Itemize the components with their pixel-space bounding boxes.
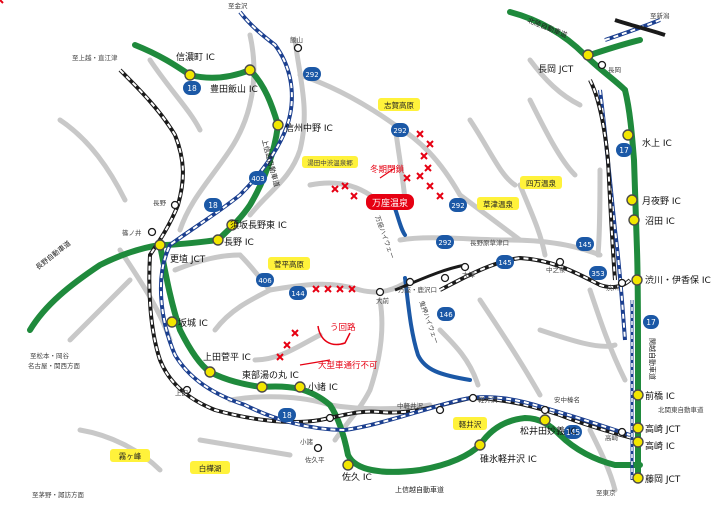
route-shield: 353 [591, 270, 604, 278]
route-shield: 144 [291, 290, 305, 298]
ic-numata: 沼田 IC [645, 216, 675, 227]
route-shield: 292 [393, 127, 406, 135]
route-shield: 403 [251, 175, 264, 183]
st-sakudaira: 佐久平 [305, 455, 325, 464]
place-shiga: 志賀高原 [384, 100, 414, 110]
st-naganohara: 長野原草津口 [470, 238, 509, 247]
st-nagaoka: 長岡 [608, 66, 621, 74]
label-hokuriku: 北陸自動車道 [526, 16, 568, 40]
st-shibukawa: 渋川 [606, 283, 619, 292]
ic-toyota-iiyama: 豊田飯山 IC [210, 83, 258, 95]
route-shield: 145 [578, 241, 591, 249]
label-onioshi-highway: 鬼押ハイウェー [417, 299, 441, 345]
ic-sakaki: 坂城 IC [178, 318, 208, 329]
route-shield: 292 [438, 239, 451, 247]
detour-arrow [317, 325, 351, 346]
ic-markers [154, 49, 644, 484]
ic-komoro: 小諸 IC [308, 381, 338, 393]
ic-takasaki: 高崎 IC [645, 440, 675, 452]
ic-usui: 碓氷軽井沢 IC [480, 453, 537, 465]
st-iiyama: 飯山 [290, 35, 303, 44]
place-sugadaira: 菅平高原 [274, 259, 304, 269]
ic-matsuida: 松井田妙義 IC [520, 425, 577, 437]
st-komoro: 小諸 [300, 437, 314, 446]
dest-joetsu: 至上越・直江津 [72, 53, 118, 62]
notice-winter-closure: 冬期閉鎖 [370, 164, 405, 175]
st-nakanojo: 中之条 [546, 265, 566, 274]
ic-labels: 信濃町 IC 豊田飯山 IC 信州中野 IC 須坂長野東 IC 長野 IC 更埴… [170, 51, 711, 485]
label-manza-highway: 万座ハイウェー [373, 214, 397, 260]
notice-large-vehicle: 大型車通行不可 [318, 360, 378, 371]
ic-shibukawa: 渋川・伊香保 IC [645, 274, 711, 286]
route-shield: 146 [439, 311, 453, 319]
ic-ueda: 上田菅平 IC [203, 351, 251, 363]
st-annaka: 安中榛名 [554, 395, 580, 404]
route-shield: 17 [619, 146, 629, 155]
ic-shinanomachi: 信濃町 IC [176, 51, 215, 63]
ic-suzaka: 須坂長野東 IC [230, 219, 287, 231]
ic-tomi: 東部湯の丸 IC [242, 369, 299, 381]
st-nagano: 長野 [153, 199, 167, 207]
route-shield: 18 [187, 84, 197, 93]
st-otsu: 大津 [462, 270, 476, 279]
route-shields: 18 292 403 18 145 17 146 144 353 406 17 … [183, 67, 659, 439]
ic-minakami: 水上 IC [642, 137, 672, 149]
ic-nagano: 長野 IC [224, 237, 254, 248]
place-kirigamine: 霧ヶ峰 [119, 451, 142, 461]
notice-detour: う回路 [330, 322, 356, 333]
st-omae: 大前 [376, 296, 390, 305]
local-roads [57, 32, 628, 493]
station-labels: 飯山 長岡 長野 篠ノ井 上田 小諸 佐久平 中軽井沢 軽井沢 安中榛名 高崎 … [122, 35, 621, 464]
closure-markers [0, 0, 4, 4]
dest-tokyo: 至東京 [596, 488, 616, 497]
route-shield: 292 [305, 71, 318, 79]
stations [147, 43, 627, 453]
st-karuizawa: 軽井沢 [478, 395, 498, 404]
railways [118, 10, 666, 480]
place-shirakaba: 白樺湖 [199, 463, 222, 473]
manza-onsen-badge [366, 194, 414, 210]
place-labels: 志賀高原 湯田中渋温泉郷 草津温泉 四万温泉 菅平高原 霧ヶ峰 白樺湖 軽井沢 [110, 98, 562, 474]
ic-koshoku: 更埴 JCT [170, 253, 206, 265]
route-shield: 292 [451, 202, 464, 210]
dest-kanazawa: 至金沢 [228, 1, 248, 10]
ic-takasaki-jct: 高崎 JCT [645, 423, 681, 435]
ic-tsukiyono: 月夜野 IC [642, 195, 681, 207]
ic-shinshu-nakano: 信州中野 IC [285, 122, 333, 134]
winter-arrow [379, 167, 396, 179]
ic-nagaoka: 長岡 JCT [538, 64, 574, 75]
st-shinonoi: 篠ノ井 [122, 228, 142, 237]
route-shield: 145 [498, 259, 511, 267]
label-kanetsu: 関越自動車道 [648, 338, 657, 380]
label-kitakanto: 北関東自動車道 [658, 405, 704, 414]
dest-nagoya: 名古屋・関西方面 [28, 361, 81, 370]
place-yamanouchi: 湯田中渋温泉郷 [307, 158, 353, 167]
ic-fujioka: 藤岡 JCT [645, 473, 681, 485]
route-shield: 18 [282, 411, 292, 420]
st-nakakaruizawa: 中軽井沢 [397, 401, 424, 410]
vehicle-arrow [299, 359, 331, 366]
place-karuizawa: 軽井沢 [459, 419, 482, 429]
st-manza: 万座・鹿沢口 [398, 285, 437, 294]
place-shima: 四万温泉 [526, 178, 556, 188]
dest-chino: 至茅野・諏訪方面 [32, 490, 85, 499]
st-takasaki: 高崎 [605, 433, 619, 442]
dest-niigata: 至新潟 [650, 11, 670, 20]
place-kusatsu: 草津温泉 [483, 199, 513, 209]
closure-x [276, 130, 444, 361]
ic-maebashi: 前橋 IC [645, 390, 675, 402]
place-manza: 万座温泉 [372, 197, 408, 209]
dest-matsumoto: 至松本・岡谷 [30, 351, 70, 360]
route-shield: 406 [258, 277, 272, 285]
route-shield: 17 [646, 318, 656, 327]
route-shield: 18 [208, 201, 218, 210]
st-ueda: 上田 [175, 388, 188, 397]
ic-saku: 佐久 IC [342, 471, 372, 483]
label-nagano-exp: 長野自動車道 [34, 239, 73, 272]
label-joshinetsu-south: 上信越自動車道 [395, 485, 444, 494]
route-shield: 145 [566, 428, 581, 437]
